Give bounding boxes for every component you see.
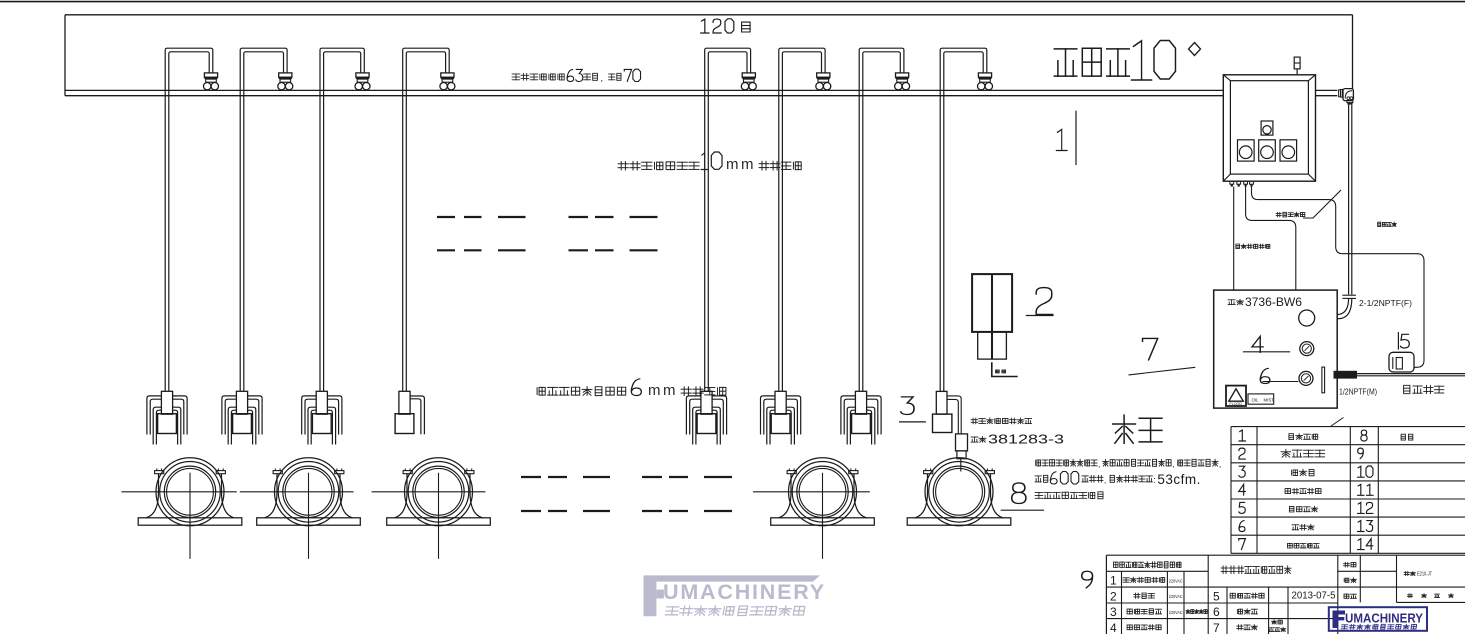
svg-text:mm: mm [648,382,678,399]
svg-text:2-1/2NPTF(F): 2-1/2NPTF(F) [1359,298,1412,308]
svg-text:,: , [601,73,604,83]
svg-text:,: , [1219,460,1221,469]
svg-text:3: 3 [1110,605,1117,619]
svg-text:,: , [1104,476,1106,485]
svg-text:220VAC: 220VAC [1169,594,1184,599]
svg-text:UMACHINERY: UMACHINERY [1345,611,1424,625]
svg-text:3736-BW6: 3736-BW6 [1245,295,1302,309]
svg-text:5: 5 [1213,589,1220,603]
svg-text:53cfm.: 53cfm. [1157,472,1201,487]
svg-text:381283-3: 381283-3 [988,432,1064,447]
svg-text:FLOOD: FLOOD [1230,402,1243,406]
svg-text:2013-07-5: 2013-07-5 [1292,591,1337,602]
svg-text:MIST: MIST [1264,397,1275,402]
svg-text:,: , [1098,460,1100,469]
svg-text:4: 4 [1110,621,1117,634]
svg-text:E210-JT: E210-JT [1417,572,1432,578]
svg-text::: : [1153,475,1156,485]
svg-text:220VAC: 220VAC [1169,578,1184,583]
svg-text:7: 7 [1213,621,1220,634]
svg-text:220VAC: 220VAC [1169,610,1184,615]
svg-text:1/2NPTF(M): 1/2NPTF(M) [1339,388,1377,397]
svg-text:UMACHINERY: UMACHINERY [663,580,826,604]
svg-text:6: 6 [1213,605,1220,619]
svg-text:1: 1 [1110,574,1117,588]
svg-text:,: , [1173,460,1175,469]
svg-text:OIL: OIL [1252,397,1260,402]
svg-text:2: 2 [1110,589,1117,603]
svg-text:mm: mm [726,156,756,173]
